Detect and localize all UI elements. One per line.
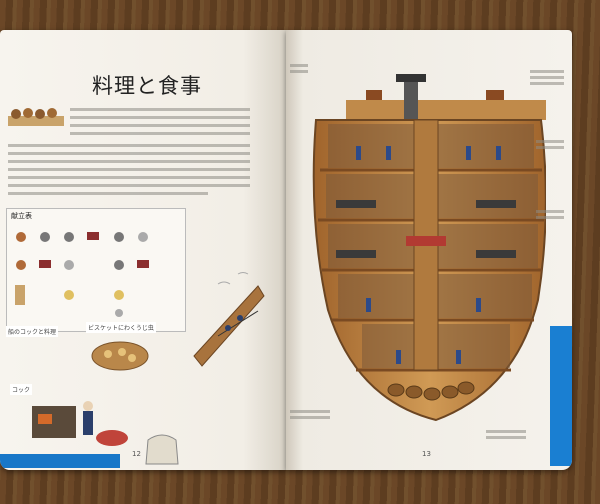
page-number-right: 13 — [422, 450, 431, 458]
right-page: 13 — [286, 30, 572, 470]
left-page: 料理と食事 献立表 — [0, 30, 286, 470]
blue-strip-left — [0, 454, 120, 468]
blue-strip-right — [550, 326, 572, 466]
biscuit-heading: ビスケットにわくうじ虫 — [86, 322, 156, 333]
rowboat-illustration — [193, 272, 265, 367]
page-number-left: 12 — [132, 450, 141, 458]
cook-heading: 船のコックと料理 — [6, 326, 59, 337]
page-title: 料理と食事 — [92, 74, 202, 98]
menu-food-icons — [15, 232, 149, 317]
cook-label: コック — [10, 384, 33, 395]
sack-illustration — [145, 434, 179, 465]
food-illustration — [8, 108, 64, 126]
ship-cross-section — [312, 74, 546, 422]
open-book: 料理と食事 献立表 — [0, 30, 572, 476]
galley-stove-illustration — [32, 401, 93, 438]
menu-table: 献立表 — [6, 208, 186, 332]
menu-heading: 献立表 — [11, 212, 32, 220]
cake-illustration — [96, 430, 128, 446]
biscuit-plate-illustration — [91, 341, 149, 371]
